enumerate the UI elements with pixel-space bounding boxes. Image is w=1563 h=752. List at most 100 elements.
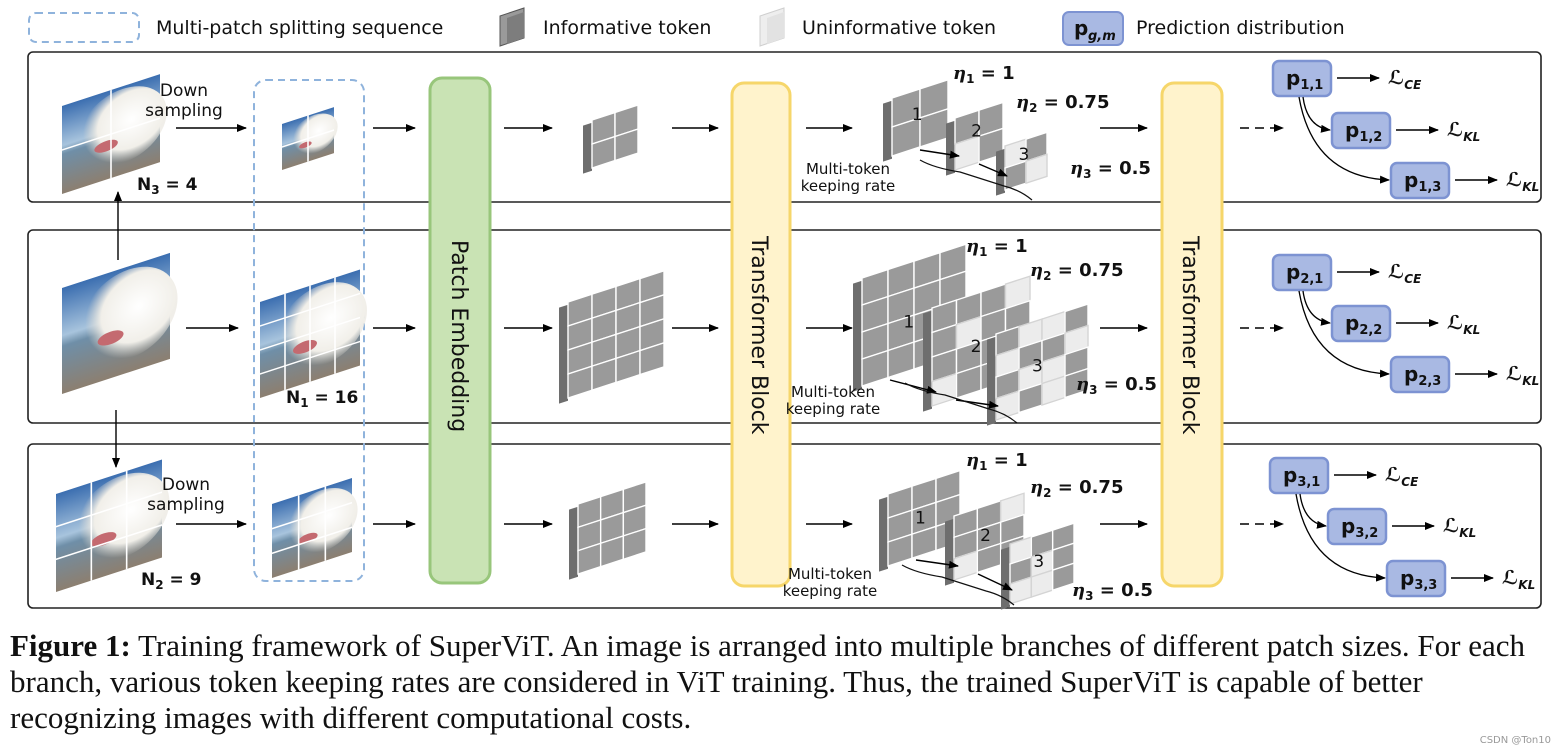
branch-1-pred-1: p1,1 (1271, 59, 1333, 98)
branch-3-pred-2: p3,2 (1326, 507, 1388, 546)
branch-1-eta-1: η1 = 1 (953, 63, 1015, 86)
svg-text:p: p (1074, 16, 1088, 40)
branch-2-curve-1-2 (1302, 290, 1331, 326)
legend-prediction-label: Prediction distribution (1136, 17, 1345, 39)
branch-3-pred-3: p3,3 (1385, 559, 1447, 598)
branch-1-token-stack-3 (996, 131, 1048, 196)
branch-2-keeping-label-2: keeping rate (786, 400, 881, 418)
branch-2-n-label: N1 = 16 (286, 388, 358, 410)
branch-3-downsample-label-2: sampling (147, 495, 225, 515)
branch-1-downsample-label-1: Down (160, 81, 208, 101)
svg-text:p2,2: p2,2 (1345, 311, 1382, 338)
branch-3-keeping-label-1: Multi-token (788, 565, 872, 583)
uninformative-token-icon (759, 7, 785, 47)
branch-2-patch-image (260, 269, 367, 398)
transformer-block-1: Transformer Block (730, 81, 792, 588)
branch-2-token-block (559, 269, 665, 404)
branch-2-eta-2: η2 = 0.75 (1030, 260, 1123, 283)
branch-1-patch-image (282, 107, 338, 170)
branch-1-keeping-label-2: keeping rate (801, 177, 896, 195)
branch-1-keeping-label-1: Multi-token (806, 160, 890, 178)
legend-sequence-label: Multi-patch splitting sequence (156, 17, 443, 39)
branch-2-loss-1: ℒCE (1388, 261, 1422, 286)
branch-3-arrow-stack-1-2 (915, 559, 959, 569)
branch-1-token-block (583, 104, 639, 174)
branch-1-stack-number-3: 3 (1018, 145, 1029, 165)
branch-2-arrow-stack-1-2 (889, 379, 937, 394)
branch-1-pred-3: p1,3 (1389, 161, 1451, 200)
branch-2-eta-1: η1 = 1 (966, 236, 1028, 259)
svg-text:p1,1: p1,1 (1286, 66, 1323, 93)
svg-text:g,m: g,m (1088, 29, 1116, 44)
branch-3-input-image (56, 459, 170, 592)
branch-1-n-label: N3 = 4 (137, 175, 198, 197)
transformer-block-2-label: Transformer Block (1177, 235, 1202, 435)
transformer-block-1-label: Transformer Block (746, 235, 771, 435)
branch-2-loss-3: ℒKL (1506, 363, 1539, 388)
branch-2-pred-3: p2,3 (1389, 355, 1451, 394)
branch-1-token-stack-2 (946, 101, 1004, 176)
transformer-block-2: Transformer Block (1160, 81, 1224, 588)
informative-token-icon (499, 7, 525, 47)
svg-text:p1,2: p1,2 (1345, 118, 1382, 145)
branch-3-pred-1: p3,1 (1268, 456, 1330, 495)
branch-3-brace (901, 564, 1015, 606)
branch-3-eta-3: η3 = 0.5 (1072, 580, 1153, 603)
multi-patch-sequence-box (253, 79, 365, 582)
branch-3-stack-number-3: 3 (1033, 552, 1044, 572)
branch-2-keeping-label-1: Multi-token (791, 383, 875, 401)
patch-embedding-label: Patch Embedding (446, 240, 471, 432)
branch-1-eta-3: η3 = 0.5 (1070, 158, 1151, 181)
figure-caption: Figure 1: Training framework of SuperViT… (10, 628, 1558, 736)
credit-watermark: CSDN @Ton10 (1479, 735, 1551, 746)
branch-3-stack-number-2: 2 (980, 526, 991, 546)
branch-3-token-stack-3 (1001, 522, 1075, 610)
branch-1-downsample-label-2: sampling (145, 101, 223, 121)
legend: Multi-patch splitting sequence Informati… (28, 7, 1345, 47)
branch-1-loss-1: ℒCE (1388, 67, 1422, 92)
branch-3-loss-3: ℒKL (1502, 567, 1535, 592)
branch-1-arrow-stack-2-3 (978, 163, 1008, 177)
branch-1-eta-2: η2 = 0.75 (1016, 92, 1109, 115)
branch-1-token-stack-1 (883, 78, 949, 162)
branch-2-loss-2: ℒKL (1447, 312, 1480, 337)
svg-text:p2,3: p2,3 (1404, 362, 1441, 389)
branch-3-keeping-label-2: keeping rate (783, 582, 878, 600)
svg-text:p1,3: p1,3 (1404, 168, 1441, 195)
patch-embedding-module: Patch Embedding (428, 76, 492, 585)
branch-1-loss-2: ℒKL (1447, 119, 1480, 144)
branch-2-pred-1: p2,1 (1271, 253, 1333, 292)
legend-uninformative-label: Uninformative token (802, 17, 996, 39)
branch-1-brace (919, 159, 1033, 201)
branch-1-curve-1-2 (1302, 96, 1331, 133)
branch-2-stack-number-3: 3 (1032, 356, 1043, 376)
branch-3-curve-1-3 (1295, 493, 1386, 582)
branch-3-stack-number-1: 1 (915, 509, 926, 529)
svg-text:p2,1: p2,1 (1286, 260, 1323, 287)
svg-text:p3,2: p3,2 (1341, 514, 1378, 541)
branch-3-loss-1: ℒCE (1385, 464, 1419, 489)
branch-3-token-block (569, 480, 647, 580)
branch-1-pred-2: p1,2 (1330, 111, 1392, 150)
branch-2-curve-1-3 (1298, 290, 1390, 378)
legend-sequence-swatch (28, 12, 140, 43)
branch-2-eta-3: η3 = 0.5 (1076, 374, 1157, 397)
branch-2-stack-number-2: 2 (971, 337, 982, 357)
branch-3-eta-2: η2 = 0.75 (1030, 477, 1123, 500)
branch-1-arrow-stack-1-2 (919, 149, 960, 159)
svg-text:p3,3: p3,3 (1400, 566, 1437, 593)
branch-3-arrow-stack-2-3 (977, 573, 1013, 591)
branch-3-n-label: N2 = 9 (141, 570, 202, 592)
caption-text: Training framework of SuperViT. An image… (10, 628, 1526, 735)
branch-1-stack-number-2: 2 (971, 122, 982, 142)
branch-3-curve-1-2 (1299, 493, 1327, 529)
legend-informative-label: Informative token (543, 17, 711, 39)
branch-2-brace (904, 382, 1018, 424)
branch-3-patch-image (272, 478, 358, 578)
branch-3-token-stack-1 (879, 469, 961, 572)
branch-1-curve-1-3 (1298, 96, 1390, 184)
branch-2-pred-2: p2,2 (1330, 304, 1392, 343)
branch-2-input-image (62, 252, 178, 394)
branch-1-input-image (62, 74, 167, 194)
branch-3-loss-2: ℒKL (1443, 515, 1476, 540)
